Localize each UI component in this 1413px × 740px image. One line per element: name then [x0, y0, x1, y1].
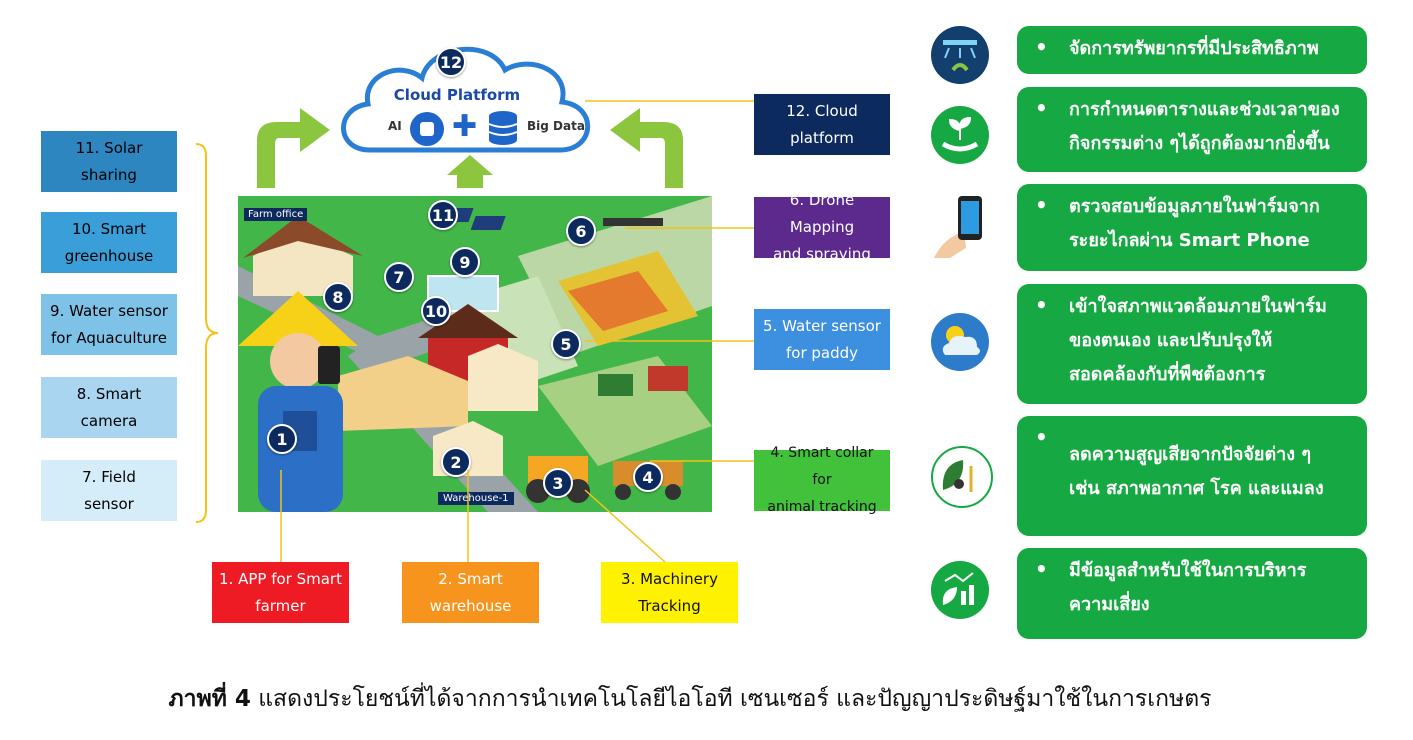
label-field-sensor: 7. Field sensor: [41, 460, 177, 521]
farm-badge-7: 7: [384, 262, 414, 292]
label-field-sensor-text: 7. Field sensor: [82, 467, 136, 513]
cloud-shape: [341, 46, 591, 153]
label-smart-warehouse-text: 2. Smart warehouse: [429, 569, 512, 615]
leaf-bug-icon: [931, 446, 993, 508]
benefit-2-text: การกำหนดตารางและช่วงเวลาของ กิจกรรมต่าง …: [1069, 99, 1340, 154]
label-drone-mapping: 6. Drone Mapping and spraying: [754, 191, 890, 263]
sprinkler-icon: [931, 26, 989, 84]
hand-plant-icon: [931, 106, 989, 164]
benefit-4-text: เข้าใจสภาพแวดล้อมภายในฟาร์ม ของตนเอง และ…: [1069, 296, 1327, 385]
label-app-smart-farmer-text: 1. APP for Smart farmer: [219, 569, 342, 615]
farm-badge-10: 10: [421, 296, 451, 326]
label-smart-greenhouse: 10. Smart greenhouse: [41, 212, 177, 273]
benefit-1: จัดการทรัพยากรที่มีประสิทธิภาพ: [1017, 26, 1367, 74]
label-machinery-tracking-text: 3. Machinery Tracking: [621, 569, 718, 615]
chart-plant-icon: [931, 561, 989, 619]
label-smart-collar: 4. Smart collar for animal tracking: [754, 445, 890, 515]
label-solar-sharing-text: 11. Solar sharing: [75, 138, 143, 184]
farm-badge-1: 1: [267, 424, 297, 454]
upload-arrows: [257, 108, 683, 188]
benefit-6-text: มีข้อมูลสำหรับใช้ในการบริหาร ความเสี่ยง: [1069, 560, 1307, 615]
smartphone-icon: [932, 194, 992, 260]
benefit-4: เข้าใจสภาพแวดล้อมภายในฟาร์ม ของตนเอง และ…: [1017, 284, 1367, 404]
label-smart-warehouse: 2. Smart warehouse: [402, 562, 539, 623]
label-smart-greenhouse-text: 10. Smart greenhouse: [64, 219, 154, 265]
farm-badge-9: 9: [450, 247, 480, 277]
label-smart-collar-text: 4. Smart collar for animal tracking: [767, 445, 877, 515]
label-drone-mapping-text: 6. Drone Mapping and spraying: [773, 191, 871, 263]
cloud-number-badge: 12: [436, 47, 466, 77]
label-water-sensor-paddy: 5. Water sensor for paddy: [754, 309, 890, 370]
cloud-ai-label: AI: [388, 119, 402, 133]
farm-badge-4: 4: [633, 462, 663, 492]
label-machinery-tracking: 3. Machinery Tracking: [601, 562, 738, 623]
caption-number: ภาพที่ 4: [168, 686, 251, 712]
farm-badge-5: 5: [551, 329, 581, 359]
farm-badge-8: 8: [323, 282, 353, 312]
label-cloud-platform: 12. Cloud platform: [754, 94, 890, 155]
cloud-title: Cloud Platform: [393, 86, 521, 104]
farm-badge-11: 11: [428, 200, 458, 230]
label-app-smart-farmer: 1. APP for Smart farmer: [212, 562, 349, 623]
benefit-5-text: ลดความสูญเสียจากปัจจัยต่าง ๆ เช่น สภาพอา…: [1069, 444, 1324, 499]
ai-chip-icon: [410, 112, 444, 146]
farmer-figure: [238, 291, 358, 512]
farm-office-label: Farm office: [244, 208, 308, 221]
benefit-6: มีข้อมูลสำหรับใช้ในการบริหาร ความเสี่ยง: [1017, 548, 1367, 639]
label-water-sensor-paddy-text: 5. Water sensor for paddy: [763, 316, 881, 362]
label-cloud-platform-text: 12. Cloud platform: [786, 101, 858, 147]
label-smart-camera-text: 8. Smart camera: [76, 384, 142, 430]
benefit-3-text: ตรวจสอบข้อมูลภายในฟาร์มจาก ระยะไกลผ่าน S…: [1069, 196, 1320, 251]
farm-badge-2: 2: [441, 447, 471, 477]
label-water-sensor-aquaculture-text: 9. Water sensor for Aquaculture: [50, 301, 168, 347]
caption-text: แสดงประโยชน์ที่ได้จากการนำเทคโนโลยีไอโอท…: [250, 686, 1212, 712]
farm-badge-3: 3: [543, 468, 573, 498]
weather-icon: [931, 313, 989, 371]
plus-icon: ✚: [452, 109, 478, 144]
farm-illustration: Farm office Warehouse-1 1 2 3 4 5 6 7 8 …: [238, 196, 712, 512]
label-water-sensor-aquaculture: 9. Water sensor for Aquaculture: [41, 294, 177, 355]
benefit-5: ลดความสูญเสียจากปัจจัยต่าง ๆ เช่น สภาพอา…: [1017, 416, 1367, 536]
warehouse-label: Warehouse-1: [438, 492, 514, 505]
benefit-2: การกำหนดตารางและช่วงเวลาของ กิจกรรมต่าง …: [1017, 87, 1367, 172]
benefit-3: ตรวจสอบข้อมูลภายในฟาร์มจาก ระยะไกลผ่าน S…: [1017, 184, 1367, 271]
database-icon: [488, 111, 518, 145]
cloud-bigdata-label: Big Data: [527, 119, 585, 133]
benefit-1-text: จัดการทรัพยากรที่มีประสิทธิภาพ: [1069, 38, 1319, 59]
label-smart-camera: 8. Smart camera: [41, 377, 177, 438]
farm-badge-6: 6: [566, 216, 596, 246]
farm-scene: [238, 196, 712, 512]
left-bracket: [195, 143, 219, 523]
label-solar-sharing: 11. Solar sharing: [41, 131, 177, 192]
figure-caption: ภาพที่ 4 แสดงประโยชน์ที่ได้จากการนำเทคโน…: [0, 681, 1380, 717]
